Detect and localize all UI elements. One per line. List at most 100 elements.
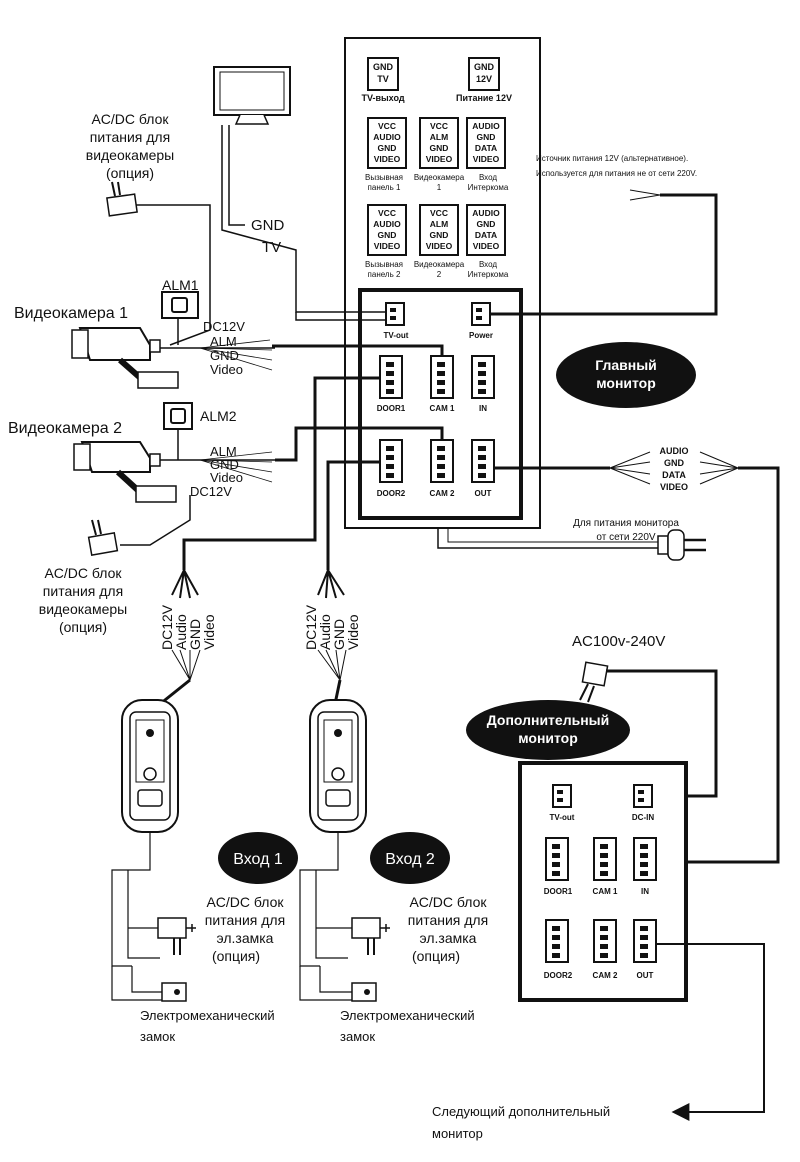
svg-text:CAM 2: CAM 2 xyxy=(430,489,455,498)
entrance-2-badge: Вход 2 xyxy=(370,832,450,884)
lock-1-icon xyxy=(111,966,187,1002)
door2-trunk-wire xyxy=(326,460,380,570)
main-power-port: Power xyxy=(469,302,493,340)
camera-psu-bottom-adapter xyxy=(87,519,119,556)
svg-text:TV-out: TV-out xyxy=(384,331,409,340)
camera-1-label: Видеокамера 1 xyxy=(14,305,128,322)
camera-1-icon xyxy=(71,327,179,389)
extra-cam2-port: CAM 2 xyxy=(593,919,618,980)
svg-text:IN: IN xyxy=(479,404,487,413)
main-mains-cable xyxy=(437,528,658,549)
svg-text:ALM: ALM xyxy=(210,334,237,349)
entrance-1-badge: Вход 1 xyxy=(218,832,298,884)
svg-text:AUDIO: AUDIO xyxy=(660,446,689,456)
door1-trunk-wire xyxy=(182,376,380,570)
svg-text:DC12V: DC12V xyxy=(190,484,232,499)
svg-text:DOOR2: DOOR2 xyxy=(544,971,573,980)
svg-text:GND: GND xyxy=(664,458,685,468)
camera-1-to-cam1-wire xyxy=(272,344,444,356)
svg-text:Video: Video xyxy=(210,362,243,377)
out-bus-labels: AUDIO GND DATA VIDEO xyxy=(660,446,689,492)
door-panel-2-wire-bundle: DC12V Audio GND Video xyxy=(303,569,361,705)
camera-2-alarm-sensor: ALM2 xyxy=(163,402,237,460)
svg-text:ALM: ALM xyxy=(210,444,237,459)
mains-plug-icon xyxy=(657,529,706,561)
extra-out-port: OUT xyxy=(633,919,657,980)
main-tv-out-port: TV-out xyxy=(384,302,409,340)
svg-text:TV-выход: TV-выход xyxy=(361,93,404,103)
main-cam1-port: CAM 1 xyxy=(430,355,455,413)
camera-psu-top-adapter xyxy=(106,181,138,217)
camera-2-wire-labels: ALM GND Video DC12V xyxy=(190,444,243,499)
svg-text:VIDEO: VIDEO xyxy=(660,482,688,492)
svg-text:Audio: Audio xyxy=(317,614,333,650)
svg-text:DOOR2: DOOR2 xyxy=(377,489,406,498)
main-door2-port: DOOR2 xyxy=(377,439,406,498)
alt-power-note: Источник питания 12V (альтернативное).Ис… xyxy=(536,154,697,178)
main-out-port: OUT xyxy=(471,439,495,498)
svg-text:Video: Video xyxy=(201,614,217,650)
main-monitor-connector-frame xyxy=(358,288,523,520)
svg-text:DATA: DATA xyxy=(662,470,686,480)
svg-text:DC12V: DC12V xyxy=(203,319,245,334)
svg-text:GND: GND xyxy=(187,619,203,650)
svg-text:GND: GND xyxy=(331,619,347,650)
out-to-extra-in-wire xyxy=(656,466,780,864)
alt-power-wire xyxy=(490,193,718,316)
svg-text:CAM 1: CAM 1 xyxy=(430,404,455,413)
svg-text:CAM 1: CAM 1 xyxy=(593,887,618,896)
extra-door1-port: DOOR1 xyxy=(544,837,573,896)
svg-text:CAM 2: CAM 2 xyxy=(593,971,618,980)
camera-2-icon xyxy=(73,441,177,503)
svg-text:OUT: OUT xyxy=(475,489,492,498)
lock-2-icon xyxy=(299,966,377,1002)
extra-monitor-frame xyxy=(518,761,688,1002)
svg-text:ALM2: ALM2 xyxy=(200,408,237,424)
tv-gnd-label: GND xyxy=(251,217,285,234)
svg-text:DC12V: DC12V xyxy=(159,604,175,650)
svg-text:DOOR1: DOOR1 xyxy=(544,887,573,896)
camera-1-alarm-sensor: ALM1 xyxy=(161,277,199,345)
tv-signal-label: TV xyxy=(262,239,281,256)
extra-in-port: IN xyxy=(633,837,657,896)
extra-tv-out-port: TV-out xyxy=(550,784,575,822)
main-in-port: IN xyxy=(471,355,495,413)
tv-monitor-icon xyxy=(213,66,291,125)
extra-cam1-port: CAM 1 xyxy=(593,837,618,896)
svg-text:Video: Video xyxy=(345,614,361,650)
svg-text:ALM1: ALM1 xyxy=(162,277,199,293)
lock-psu-1-icon xyxy=(128,917,196,955)
camera-2-label: Видеокамера 2 xyxy=(8,420,122,437)
camera-2-to-cam2-wire xyxy=(275,426,444,462)
door-panel-1-icon xyxy=(111,699,179,967)
camera-1-wire-labels: DC12V ALM GND Video xyxy=(203,319,245,377)
door-panel-2-icon xyxy=(299,699,367,967)
